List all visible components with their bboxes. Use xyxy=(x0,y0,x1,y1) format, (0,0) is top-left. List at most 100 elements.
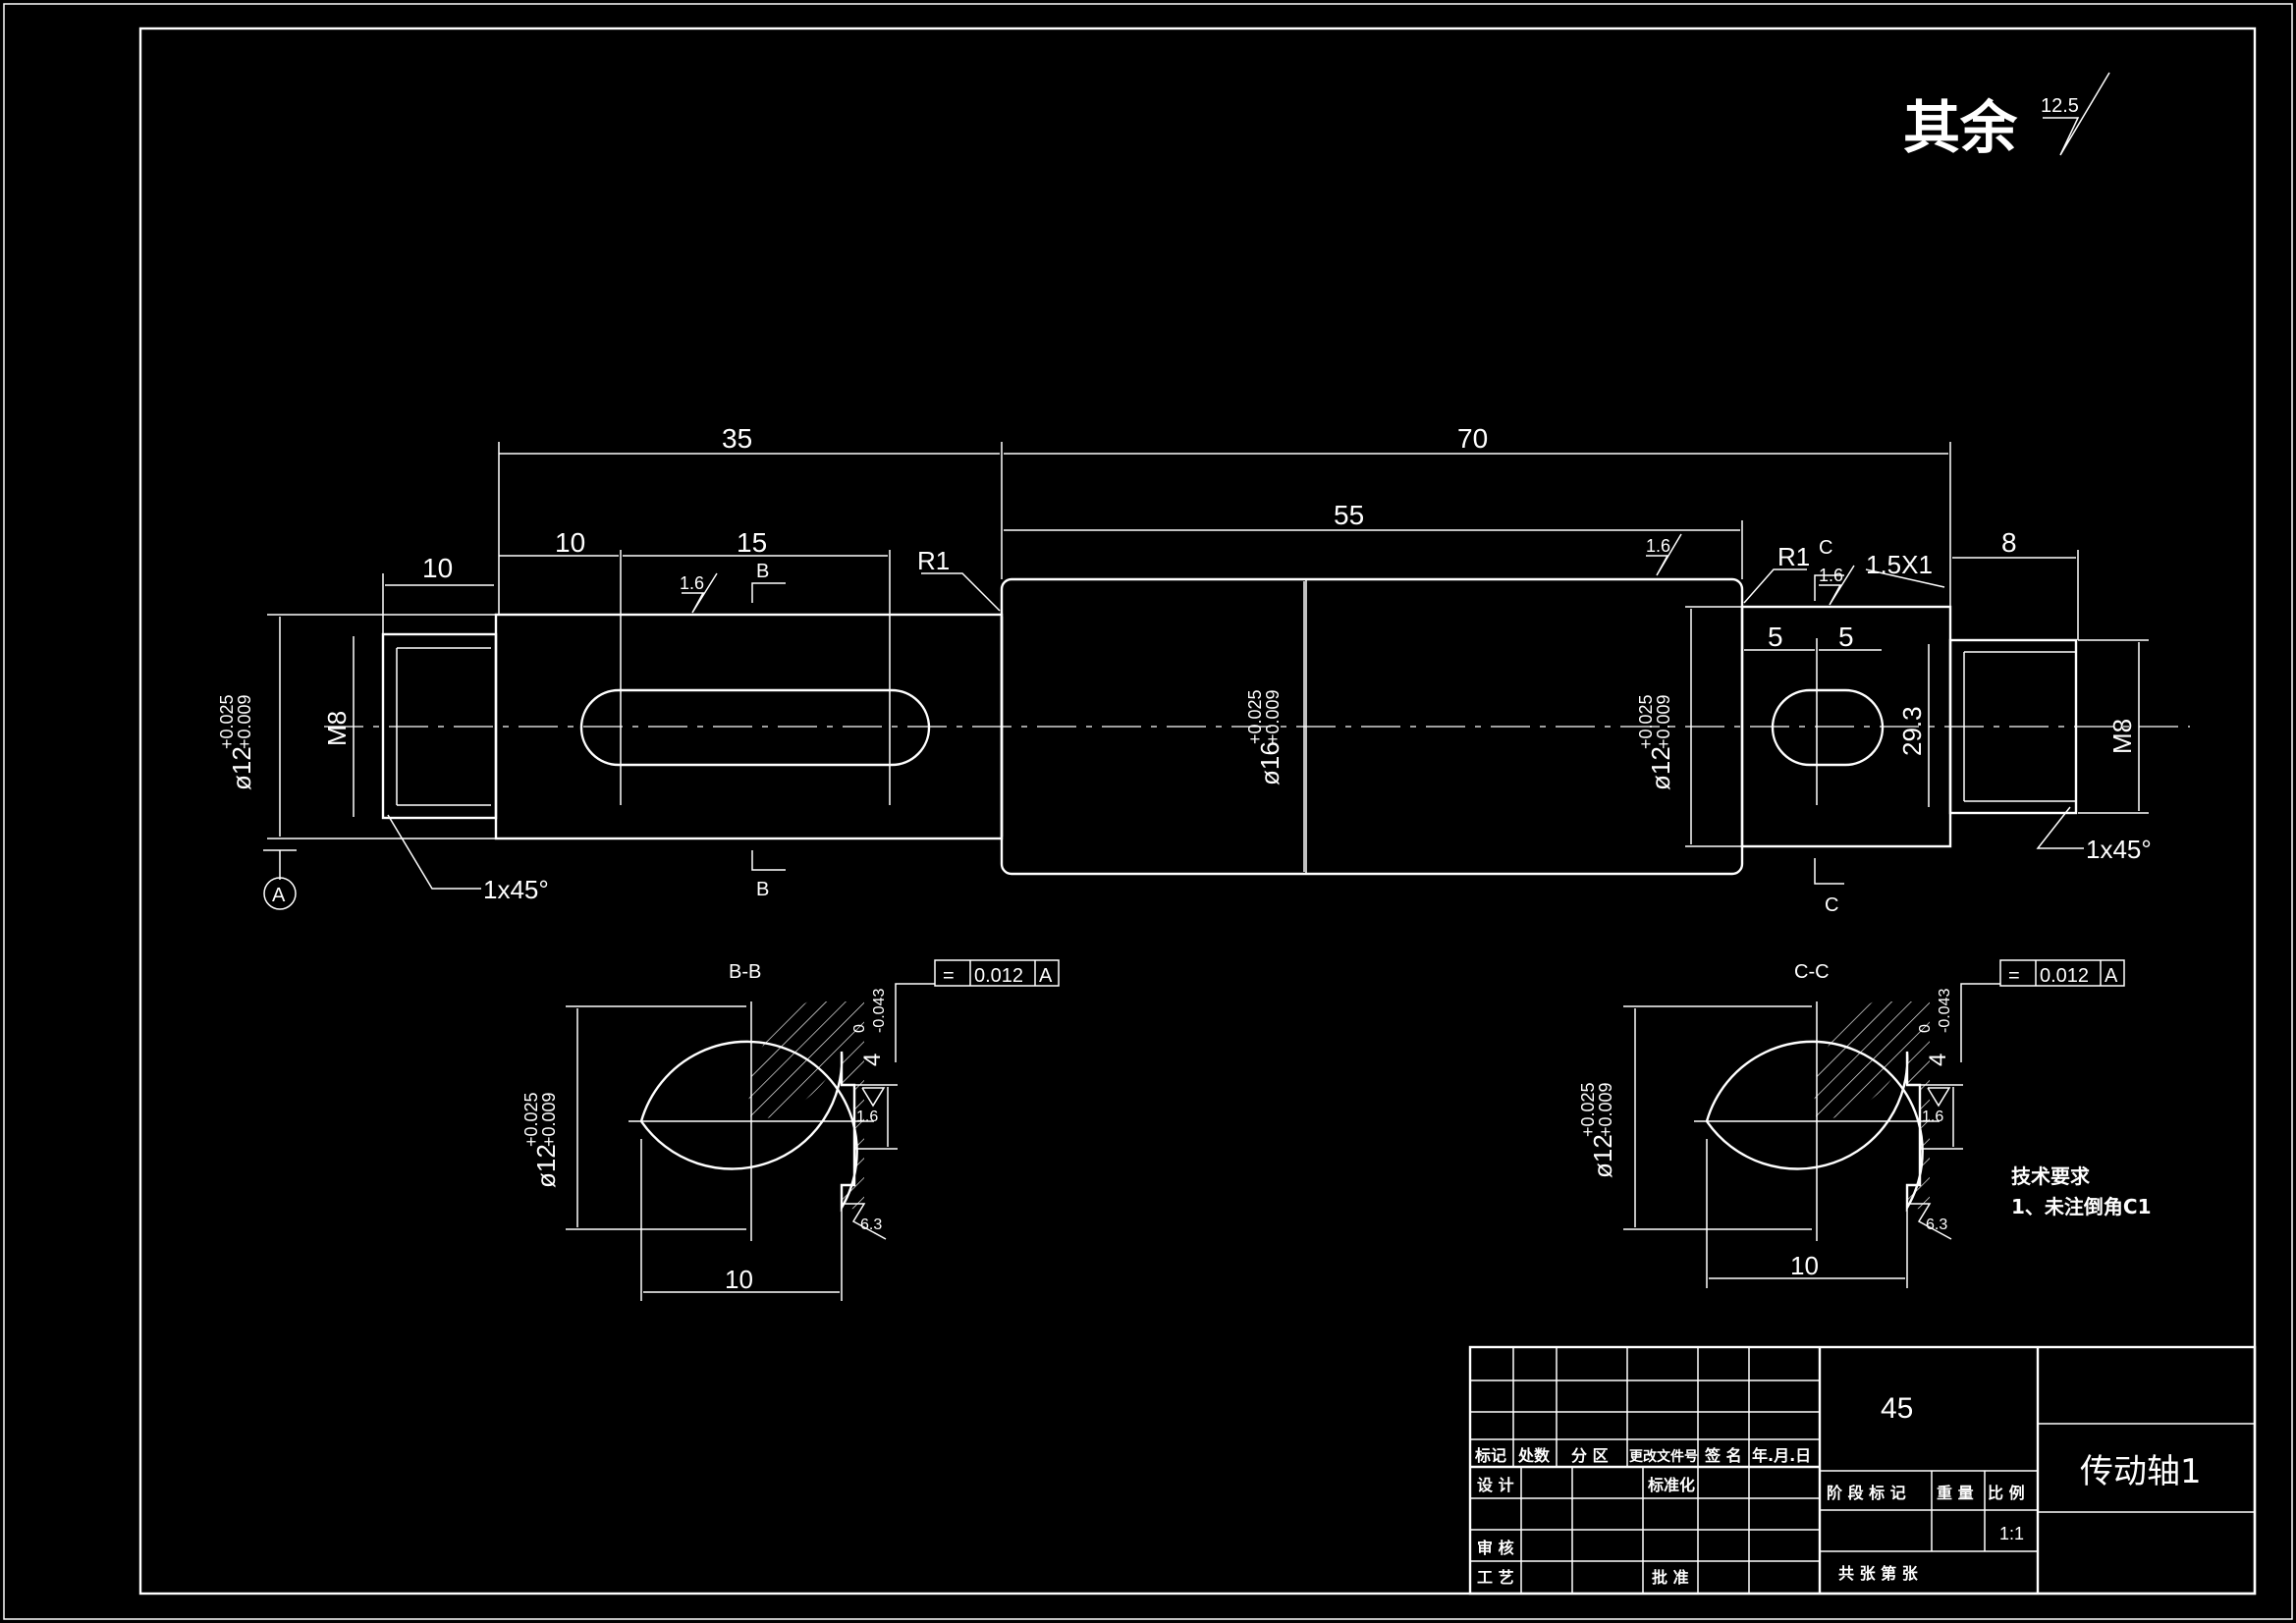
tb-stage: 阶 段 标 记 xyxy=(1827,1484,1906,1502)
section-cc: C-C ø12 +0.025 +0.009 10 4 0 -0.043 = 0.… xyxy=(1578,959,2125,1288)
section-bb-rough1: 1.6 xyxy=(856,1109,878,1125)
radius-right: R1 xyxy=(1777,542,1810,571)
section-cc-tol-value: 0.012 xyxy=(2040,965,2089,987)
dim-70: 70 xyxy=(1457,423,1488,454)
dia-mid-value: ø16 xyxy=(1255,741,1285,785)
section-bb-rough2: 6.3 xyxy=(860,1217,882,1233)
tb-ratio: 比 例 xyxy=(1988,1484,2025,1502)
tb-header-sign: 签 名 xyxy=(1704,1446,1742,1465)
section-cc-flatness-symbol-icon: = xyxy=(2008,965,2020,987)
tb-header-count: 处数 xyxy=(1517,1446,1551,1465)
roughness-mark-icon xyxy=(1819,565,1855,606)
dia-mid-tol: +0.025 xyxy=(1245,689,1265,744)
section-bb-tol-value: 0.012 xyxy=(974,965,1023,987)
section-mark-b-top: B xyxy=(756,561,769,582)
dia-left-tol2: +0.009 xyxy=(235,694,254,749)
dim-55: 55 xyxy=(1334,500,1364,530)
datum-label: A xyxy=(272,885,286,906)
section-cc-tol: +0.025 xyxy=(1578,1082,1598,1137)
section-bb-depth-tol-bot: -0.043 xyxy=(871,989,888,1033)
section-bb-tol: +0.025 xyxy=(521,1092,541,1147)
tech-req-item-1: 1、未注倒角C1 xyxy=(2011,1195,2152,1218)
dia-right-tol: +0.025 xyxy=(1636,694,1656,749)
roughness-value-b: 1.6 xyxy=(1646,536,1670,556)
thread-right-label: M8 xyxy=(2107,719,2137,754)
section-cc-depth: 4 xyxy=(1925,1054,1951,1066)
shaft-main-view: B B C C 35 70 55 10 10 15 8 5 5 ø1 xyxy=(217,423,2190,916)
tech-req-title: 技术要求 xyxy=(2011,1164,2091,1188)
section-cc-depth-tol-top: 0 xyxy=(1917,1024,1934,1033)
tb-header-zone: 分 区 xyxy=(1571,1446,1609,1465)
dia-mid-tol2: +0.009 xyxy=(1263,689,1283,744)
roughness-note-label: 其余 xyxy=(1903,94,2018,161)
dim-15-key: 15 xyxy=(737,527,767,558)
outer-frame xyxy=(3,3,2293,1620)
radius-left: R1 xyxy=(917,546,950,575)
section-cc-rough1: 1.6 xyxy=(1922,1109,1943,1125)
roughness-mark-icon xyxy=(1927,1087,1951,1108)
roughness-value-a: 1.6 xyxy=(680,573,704,593)
tb-sheets: 共 张 第 张 xyxy=(1838,1564,1919,1583)
roughness-mark-icon xyxy=(682,572,718,614)
section-bb-title: B-B xyxy=(729,961,761,983)
roughness-note-value: 12.5 xyxy=(2041,95,2079,117)
section-bb-width: 10 xyxy=(725,1265,753,1294)
dim-8: 8 xyxy=(2001,527,2017,558)
tb-header-mark: 标记 xyxy=(1474,1446,1506,1465)
section-bb-depth: 4 xyxy=(859,1054,886,1066)
dia-right-value: ø12 xyxy=(1646,746,1675,790)
tb-standard: 标准化 xyxy=(1647,1476,1695,1494)
section-bb: B-B ø12 +0.025 +0.009 10 4 0 -0.043 = 0.… xyxy=(521,959,1060,1301)
keyway-right xyxy=(1771,688,1885,767)
roughness-symbol-icon xyxy=(2043,72,2110,156)
roughness-mark-icon xyxy=(1646,533,1682,576)
tb-header-doc: 更改文件号 xyxy=(1629,1448,1698,1465)
section-bb-tol-datum: A xyxy=(1039,965,1053,987)
section-bb-depth-tol-top: 0 xyxy=(851,1024,868,1033)
thread-left-label: M8 xyxy=(322,711,352,746)
tb-part-name: 传动轴1 xyxy=(2080,1452,2202,1491)
roughness-mark-icon xyxy=(861,1087,886,1108)
dia-left-value: ø12 xyxy=(227,746,256,790)
section-bb-tol2: +0.009 xyxy=(539,1092,559,1147)
roughness-value-c: 1.6 xyxy=(1819,566,1843,585)
section-cc-width: 10 xyxy=(1790,1251,1819,1280)
chamfer-right: 1x45° xyxy=(2086,835,2152,864)
section-mark-c-bottom: C xyxy=(1825,894,1838,916)
section-bb-flatness-symbol-icon: = xyxy=(943,965,955,987)
section-cc-title: C-C xyxy=(1794,961,1830,983)
section-mark-b-bottom: B xyxy=(756,879,769,900)
dim-35: 35 xyxy=(722,423,752,454)
tb-weight: 重 量 xyxy=(1937,1484,1974,1502)
dim-5b: 5 xyxy=(1838,622,1854,652)
section-cc-depth-tol-bot: -0.043 xyxy=(1937,989,1953,1033)
roughness-mark-icon xyxy=(843,1203,887,1240)
roughness-mark-icon xyxy=(1908,1203,1952,1240)
dia-right-tol2: +0.009 xyxy=(1654,694,1673,749)
dia-left-tol: +0.025 xyxy=(217,694,237,749)
section-cc-tol2: +0.009 xyxy=(1596,1082,1615,1137)
datum-symbol-icon xyxy=(263,877,297,910)
dim-10-thread: 10 xyxy=(422,553,453,583)
tb-approve: 批 准 xyxy=(1652,1568,1689,1587)
chamfer-left: 1x45° xyxy=(483,875,549,904)
section-mark-c-top: C xyxy=(1819,537,1832,559)
tb-scale: 1:1 xyxy=(1999,1524,2024,1543)
title-block: 标记 处数 分 区 更改文件号 签 名 年.月.日 设 计 标准化 审 核 工 … xyxy=(1468,1345,2257,1596)
inner-frame xyxy=(138,27,2257,1596)
section-cc-tol-datum: A xyxy=(2105,965,2118,987)
keyway-depth: 29.3 xyxy=(1897,706,1927,756)
dim-10-key-start: 10 xyxy=(555,527,585,558)
section-cc-dia: ø12 xyxy=(1588,1134,1617,1178)
dim-5a: 5 xyxy=(1768,622,1783,652)
section-cc-rough2: 6.3 xyxy=(1926,1217,1947,1233)
tb-header-date: 年.月.日 xyxy=(1752,1446,1811,1465)
tb-design: 设 计 xyxy=(1477,1476,1514,1494)
tb-check: 审 核 xyxy=(1477,1539,1514,1557)
section-bb-dia: ø12 xyxy=(531,1144,561,1188)
tb-material: 45 xyxy=(1881,1392,1913,1425)
keyway-left xyxy=(579,688,931,767)
tb-process: 工 艺 xyxy=(1477,1568,1514,1587)
roughness-note: 其余 12.5 xyxy=(1903,72,2110,161)
